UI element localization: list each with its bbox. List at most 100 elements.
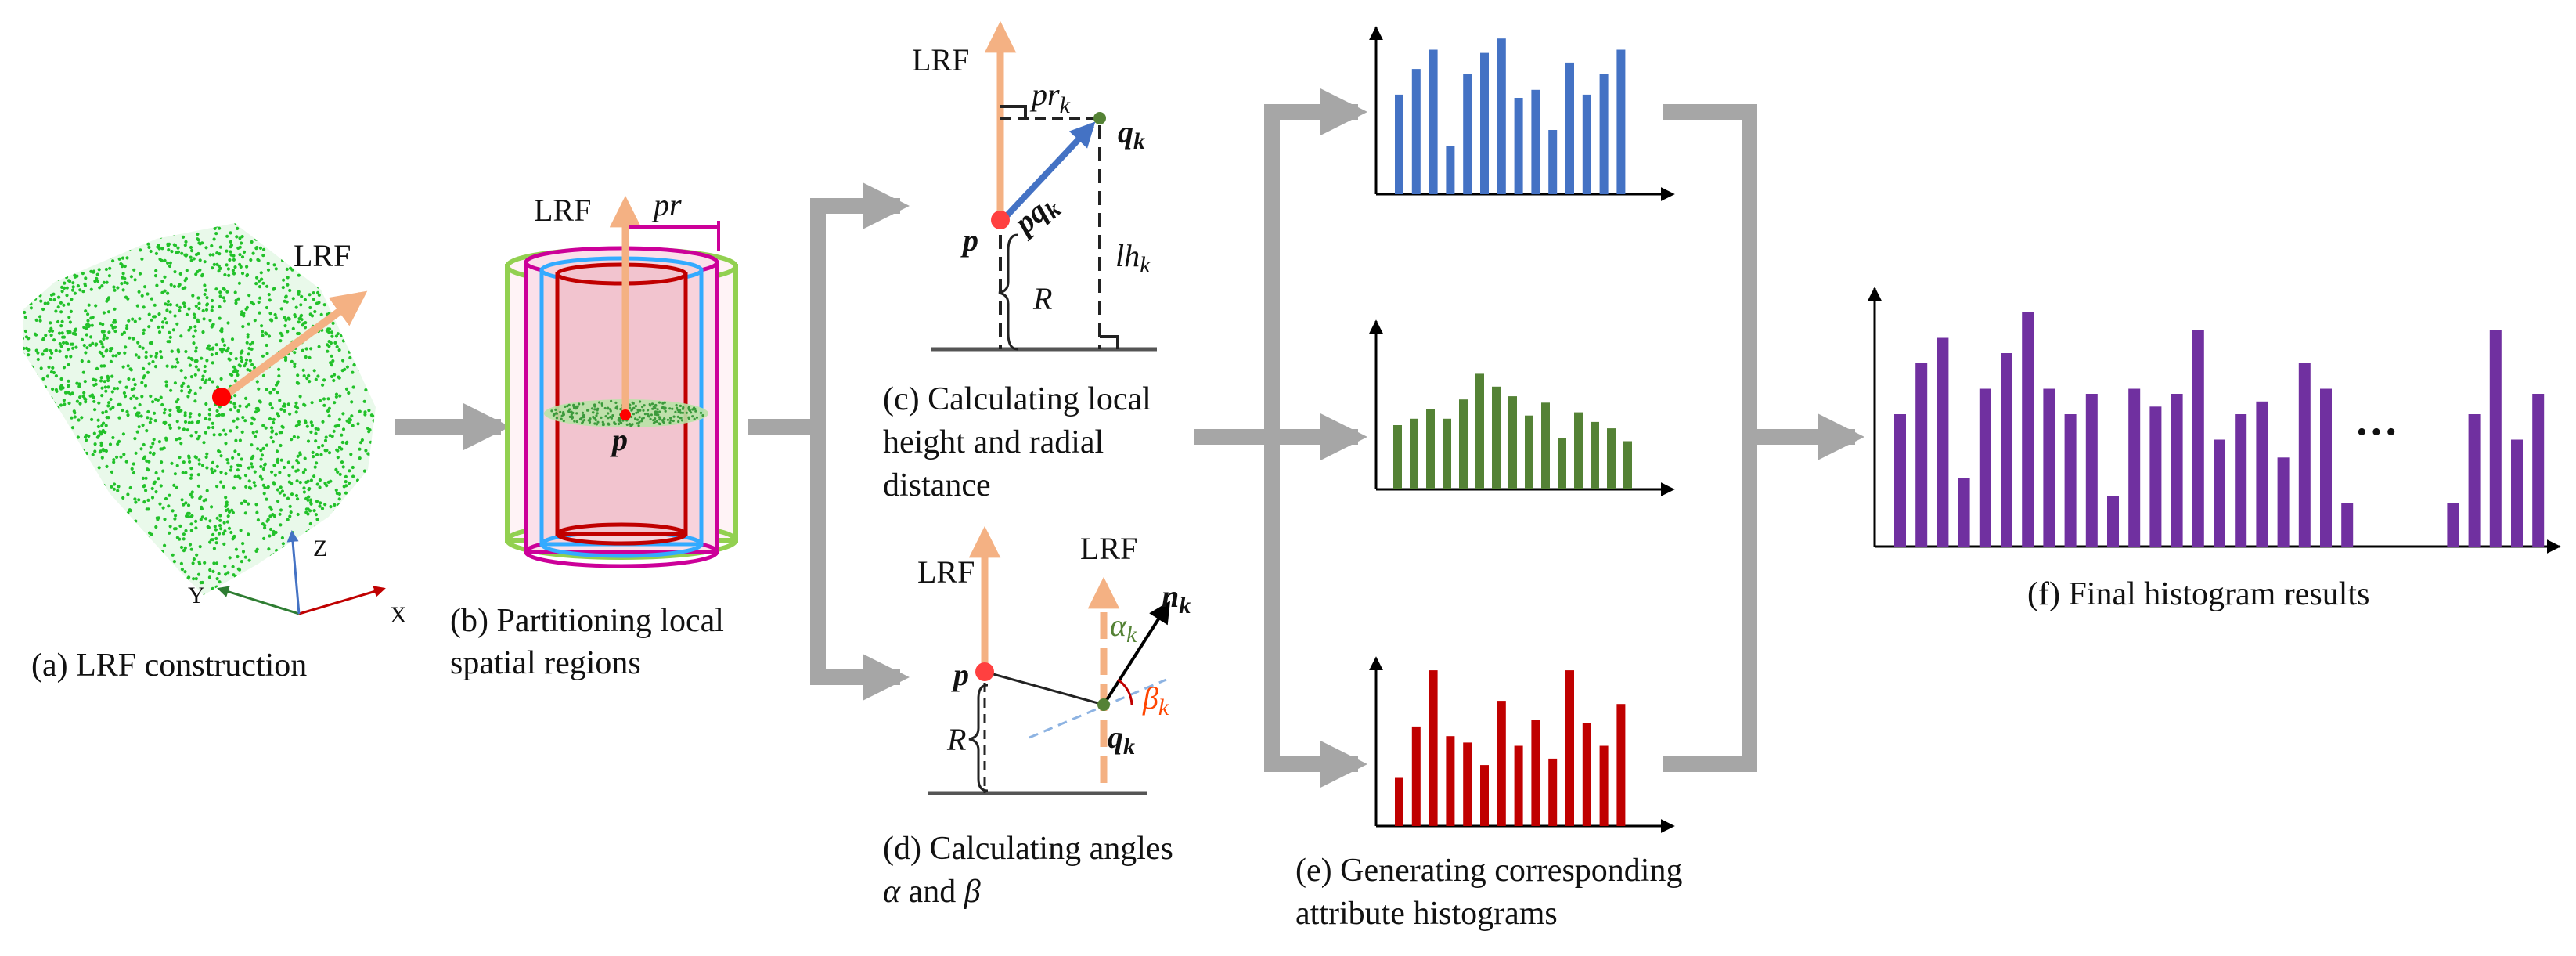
cloud-point bbox=[274, 432, 278, 436]
cloud-point bbox=[701, 414, 704, 417]
cloud-point bbox=[23, 517, 26, 521]
cloud-point bbox=[144, 489, 148, 492]
cloud-point bbox=[279, 407, 283, 412]
cloud-point bbox=[34, 407, 38, 411]
cloud-point bbox=[355, 478, 360, 482]
cloud-point bbox=[56, 305, 60, 309]
cloud-point bbox=[314, 525, 318, 529]
cloud-point bbox=[107, 274, 111, 278]
cloud-point bbox=[90, 573, 94, 577]
cloud-point bbox=[70, 489, 74, 493]
cloud-point bbox=[23, 501, 27, 505]
cloud-point bbox=[225, 458, 229, 462]
cloud-point bbox=[194, 519, 198, 524]
cloud-point bbox=[568, 415, 572, 419]
cloud-point bbox=[269, 571, 273, 575]
cloud-point bbox=[600, 416, 603, 420]
cloud-point bbox=[131, 317, 135, 321]
cloud-point bbox=[286, 402, 290, 406]
cloud-point bbox=[238, 404, 242, 408]
cloud-point bbox=[134, 519, 138, 523]
cloud-point bbox=[178, 524, 182, 529]
histogram-bar bbox=[1915, 363, 1928, 547]
cloud-point bbox=[106, 378, 110, 383]
region-cylinder-inner-top bbox=[555, 262, 688, 286]
cloud-point bbox=[91, 248, 95, 252]
histogram-bar bbox=[1475, 373, 1484, 489]
cloud-point bbox=[106, 374, 110, 378]
cloud-point bbox=[301, 368, 305, 372]
cloud-point bbox=[377, 358, 380, 361]
cloud-point bbox=[200, 507, 204, 511]
cloud-point bbox=[23, 229, 27, 233]
cloud-point bbox=[121, 554, 125, 558]
cloud-point bbox=[371, 393, 375, 397]
cloud-point bbox=[67, 279, 70, 283]
cloud-point bbox=[328, 327, 332, 331]
cloud-point bbox=[318, 485, 322, 489]
cloud-point bbox=[271, 440, 275, 444]
cloud-point bbox=[29, 554, 33, 558]
cloud-point bbox=[253, 577, 257, 581]
cloud-point bbox=[81, 597, 84, 600]
cloud-point bbox=[373, 516, 376, 520]
cloud-point bbox=[185, 269, 189, 272]
cloud-point bbox=[301, 565, 305, 568]
cloud-point bbox=[78, 218, 81, 222]
cloud-point bbox=[593, 422, 596, 425]
cloud-point bbox=[89, 514, 93, 518]
cloud-point bbox=[33, 477, 37, 481]
cloud-point bbox=[290, 492, 294, 496]
cloud-point bbox=[116, 593, 120, 595]
cloud-point bbox=[84, 467, 88, 471]
cloud-point bbox=[26, 536, 30, 539]
cloud-point bbox=[23, 346, 26, 351]
cloud-point bbox=[92, 486, 95, 490]
cloud-point bbox=[146, 370, 150, 374]
cloud-point bbox=[79, 519, 83, 524]
cloud-point bbox=[64, 514, 68, 518]
cloud-point bbox=[214, 224, 218, 228]
cloud-point bbox=[76, 593, 80, 595]
cloud-point bbox=[182, 532, 186, 536]
cloud-point bbox=[257, 387, 261, 391]
histogram-bar bbox=[2320, 388, 2332, 547]
cloud-point bbox=[247, 403, 251, 407]
cloud-point bbox=[139, 235, 143, 239]
cloud-point bbox=[43, 385, 48, 389]
cloud-point bbox=[55, 454, 59, 458]
cloud-point bbox=[113, 329, 117, 334]
cloud-point bbox=[337, 376, 341, 380]
cloud-point bbox=[128, 336, 132, 340]
cloud-point bbox=[317, 345, 321, 348]
cloud-point bbox=[48, 510, 52, 514]
cloud-point bbox=[121, 432, 125, 436]
cloud-point bbox=[86, 498, 90, 502]
cloud-point bbox=[320, 507, 325, 510]
cloud-point bbox=[175, 464, 179, 467]
cloud-point bbox=[105, 563, 109, 567]
cloud-point bbox=[372, 277, 376, 281]
cloud-point bbox=[222, 542, 226, 547]
cloud-point bbox=[87, 559, 91, 564]
cloud-point bbox=[344, 480, 348, 484]
cloud-point bbox=[20, 393, 23, 396]
cloud-point bbox=[366, 273, 369, 277]
cloud-point bbox=[197, 306, 201, 311]
cloud-point bbox=[173, 472, 177, 476]
cloud-point bbox=[52, 413, 56, 417]
cloud-point bbox=[67, 302, 70, 306]
cloud-point bbox=[240, 560, 243, 564]
cloud-point bbox=[178, 437, 182, 441]
cloud-point bbox=[693, 406, 696, 409]
cloud-point bbox=[41, 454, 45, 458]
cloud-point bbox=[135, 566, 139, 570]
histogram-bar bbox=[1393, 425, 1402, 489]
cloud-point bbox=[297, 331, 301, 336]
cloud-point bbox=[286, 283, 290, 287]
cloud-point bbox=[219, 480, 223, 484]
cloud-point bbox=[365, 316, 369, 320]
cloud-point bbox=[236, 373, 240, 377]
cloud-point bbox=[70, 563, 74, 567]
